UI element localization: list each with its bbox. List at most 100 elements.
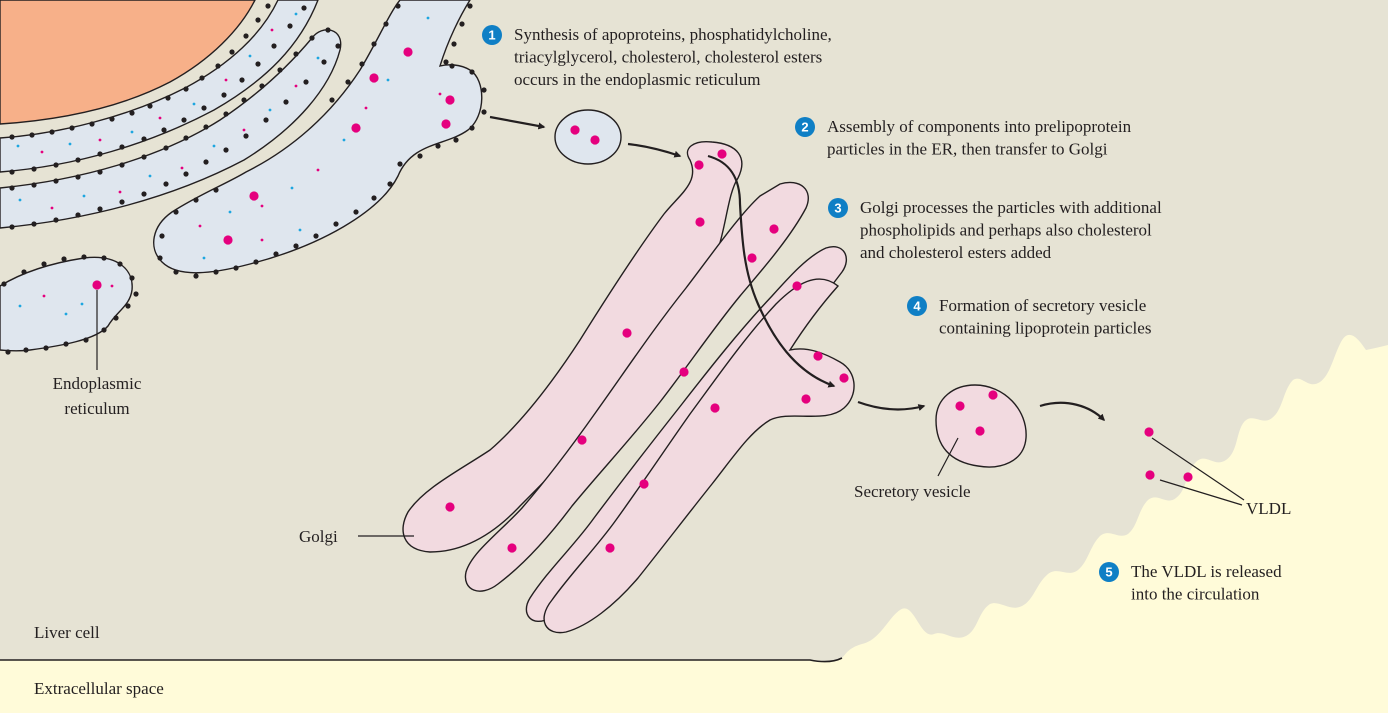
lipoprotein-particle — [249, 191, 258, 200]
step-text-line: Golgi processes the particles with addit… — [860, 198, 1162, 217]
lumen-speck — [149, 175, 152, 178]
ribosome-dot — [481, 87, 486, 92]
lipoprotein-particle — [695, 217, 704, 226]
ribosome-dot — [265, 3, 270, 8]
ribosome-dot — [223, 111, 228, 116]
lipoprotein-particle — [223, 235, 232, 244]
lipoprotein-particle — [801, 394, 810, 403]
ribosome-dot — [199, 75, 204, 80]
ribosome-dot — [183, 171, 188, 176]
ribosome-dot — [89, 121, 94, 126]
ribosome-dot — [449, 63, 454, 68]
lumen-speck — [119, 191, 122, 194]
ribosome-dot — [43, 345, 48, 350]
ribosome-dot — [443, 59, 448, 64]
lipoprotein-particle — [955, 401, 964, 410]
step-number: 4 — [913, 299, 921, 314]
lipoprotein-particle — [590, 135, 599, 144]
ribosome-dot — [63, 341, 68, 346]
ribosome-dot — [353, 209, 358, 214]
step-number: 2 — [801, 120, 808, 135]
lipoprotein-particle — [369, 73, 378, 82]
ribosome-dot — [75, 157, 80, 162]
lumen-speck — [299, 229, 302, 232]
ribosome-dot — [301, 5, 306, 10]
ribosome-dot — [101, 327, 106, 332]
step-text-line: phospholipids and perhaps also cholester… — [860, 221, 1152, 240]
lipoprotein-particle — [769, 224, 778, 233]
ribosome-dot — [81, 254, 86, 259]
ribosome-dot — [193, 197, 198, 202]
ribosome-dot — [41, 261, 46, 266]
lipoprotein-particle — [988, 390, 997, 399]
ribosome-dot — [371, 41, 376, 46]
lumen-speck — [291, 187, 294, 190]
ribosome-dot — [125, 303, 130, 308]
ribosome-dot — [23, 347, 28, 352]
lumen-speck — [99, 139, 102, 142]
lumen-speck — [69, 143, 72, 146]
ribosome-dot — [383, 21, 388, 26]
ribosome-dot — [293, 243, 298, 248]
ribosome-dot — [53, 162, 58, 167]
ribosome-dot — [243, 133, 248, 138]
step-text-line: containing lipoprotein particles — [939, 319, 1151, 338]
step-text-line: into the circulation — [1131, 585, 1260, 604]
ribosome-dot — [255, 17, 260, 22]
ribosome-dot — [203, 124, 208, 129]
ribosome-dot — [119, 144, 124, 149]
lipoprotein-particle — [1144, 427, 1153, 436]
er-transport-vesicle — [555, 110, 621, 164]
ribosome-dot — [129, 275, 134, 280]
ribosome-dot — [147, 103, 152, 108]
lipoprotein-particle — [577, 435, 586, 444]
ribosome-dot — [69, 125, 74, 130]
ribosome-dot — [397, 161, 402, 166]
ribosome-dot — [233, 265, 238, 270]
ribosome-dot — [141, 154, 146, 159]
ribosome-dot — [335, 43, 340, 48]
lipoprotein-particle — [1145, 470, 1154, 479]
er-label-line-2: reticulum — [64, 399, 129, 418]
lipoprotein-particle — [507, 543, 516, 552]
lipoprotein-particle — [710, 403, 719, 412]
step-text-line: triacylglycerol, cholesterol, cholestero… — [514, 48, 822, 67]
lumen-speck — [229, 211, 232, 214]
ribosome-dot — [239, 77, 244, 82]
ribosome-dot — [325, 27, 330, 32]
lumen-speck — [269, 109, 272, 112]
lipoprotein-particle — [441, 119, 450, 128]
ribosome-dot — [203, 159, 208, 164]
ribosome-dot — [309, 35, 314, 40]
lumen-speck — [131, 131, 134, 134]
lipoprotein-particle — [445, 502, 454, 511]
ribosome-dot — [31, 221, 36, 226]
lipoprotein-particle — [975, 426, 984, 435]
lumen-speck — [159, 117, 162, 120]
lumen-speck — [225, 79, 228, 82]
ribosome-dot — [469, 69, 474, 74]
ribosome-dot — [97, 169, 102, 174]
lipoprotein-particle — [605, 543, 614, 552]
ribosome-dot — [119, 199, 124, 204]
ribosome-dot — [5, 349, 10, 354]
ribosome-dot — [49, 129, 54, 134]
ribosome-dot — [263, 117, 268, 122]
lumen-speck — [83, 195, 86, 198]
lumen-speck — [213, 145, 216, 148]
ribosome-dot — [9, 224, 14, 229]
ribosome-dot — [459, 21, 464, 26]
ribosome-dot — [223, 147, 228, 152]
lipoprotein-particle — [92, 280, 101, 289]
ribosome-dot — [119, 162, 124, 167]
step-text-line: and cholesterol esters added — [860, 243, 1052, 262]
lipoprotein-particle — [351, 123, 360, 132]
step-number: 1 — [488, 28, 495, 43]
ribosome-dot — [97, 206, 102, 211]
lumen-speck — [295, 13, 298, 16]
lumen-speck — [19, 305, 22, 308]
lumen-speck — [51, 207, 54, 210]
ribosome-dot — [303, 79, 308, 84]
